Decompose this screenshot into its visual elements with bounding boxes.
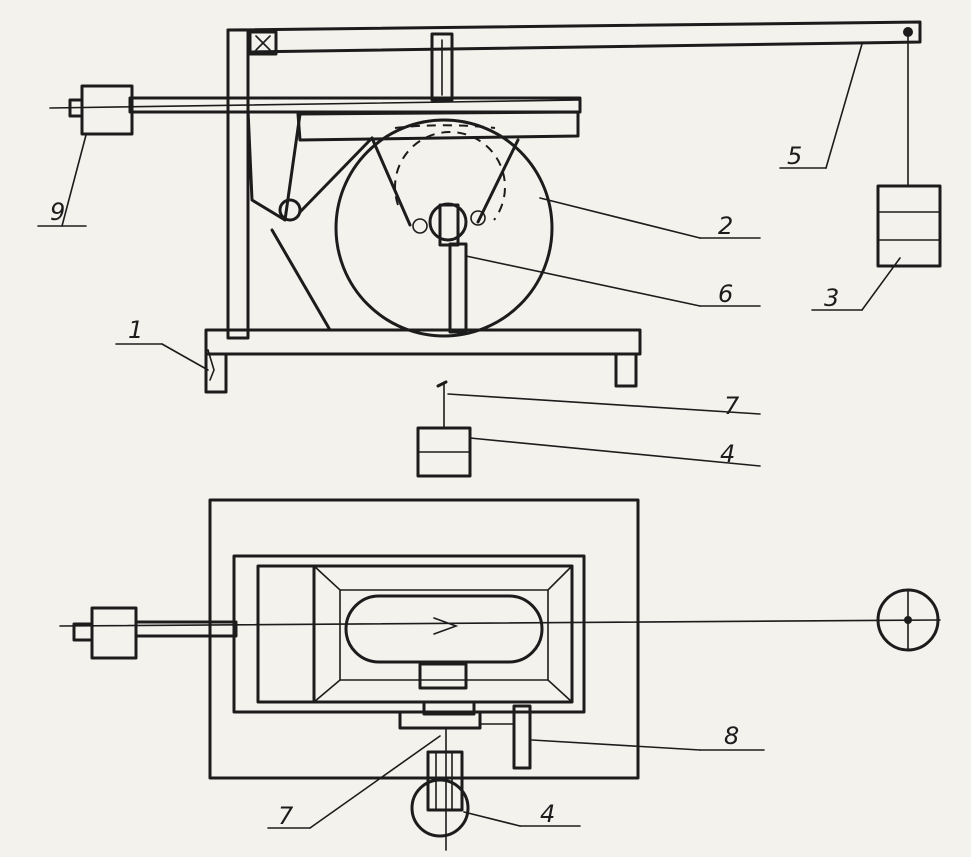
- wheel-2: [334, 118, 554, 338]
- label-1: 1: [128, 316, 143, 344]
- hub: [428, 202, 468, 242]
- base-leg-left: [204, 352, 228, 394]
- label-9: 9: [50, 198, 65, 226]
- wheel-inner-dashed: [393, 131, 506, 221]
- upper-beam: [296, 110, 580, 142]
- side-elevation: [37, 20, 942, 478]
- arm-hanger: [430, 32, 454, 102]
- plan-housing: [232, 554, 586, 714]
- label-7-bottom: 7: [278, 802, 294, 830]
- frame-column: [226, 28, 250, 340]
- base-table: [204, 328, 642, 356]
- label-7-top: 7: [724, 392, 740, 420]
- lever-arm: [226, 20, 922, 54]
- drum-slot: [344, 594, 544, 664]
- weight-3: [876, 184, 942, 268]
- counterweight-9-plan: [90, 606, 138, 660]
- strut-inner: [298, 136, 374, 214]
- label-4-top: 4: [720, 440, 735, 468]
- label-5: 5: [787, 142, 802, 170]
- arm-bolt-block: [248, 30, 278, 56]
- lower-plate: [398, 710, 482, 730]
- label-4-bottom: 4: [540, 800, 555, 828]
- counterweight-9: [80, 84, 134, 136]
- bracket: [246, 108, 302, 222]
- label-2: 2: [718, 212, 733, 240]
- weight-4-plan: [410, 778, 470, 838]
- wheel-stand: [448, 242, 468, 334]
- label-8: 8: [724, 722, 739, 750]
- element-8: [512, 704, 532, 770]
- base-leg-right: [614, 352, 638, 388]
- label-3: 3: [824, 284, 839, 312]
- plan-view: [59, 498, 941, 851]
- horizontal-shaft: [128, 96, 582, 114]
- plan-frame: [208, 498, 640, 780]
- label-6: 6: [718, 280, 733, 308]
- strut-left: [270, 228, 332, 332]
- plan-axis: [59, 619, 941, 627]
